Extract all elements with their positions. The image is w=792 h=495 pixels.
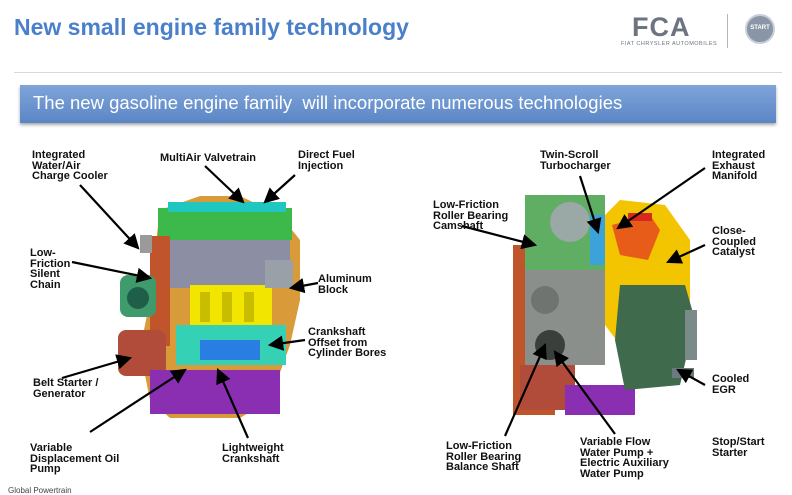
label-cooled-egr: Cooled EGR: [712, 373, 750, 396]
label-low-friction-silent-chain: Low- Friction Silent Chain: [30, 247, 71, 291]
label-close-coupled-catalyst: Close- Coupled Catalyst: [712, 225, 756, 258]
start-seal-logo: START: [745, 14, 775, 44]
label-stop-start-starter: Stop/Start Starter: [712, 436, 765, 459]
fca-logo-subtext: FIAT CHRYSLER AUTOMOBILES: [621, 41, 718, 47]
label-aluminum-block: Aluminum Block: [318, 273, 372, 296]
label-variable-displacement-oil-pump: Variable Displacement Oil Pump: [30, 442, 120, 475]
left-engine-illustration: [118, 196, 300, 418]
label-variable-flow-water-pump: Variable Flow Water Pump + Electric Auxi…: [580, 436, 669, 480]
banner-text: The new gasoline engine family will inco…: [33, 92, 623, 113]
footer-text: Global Powertrain: [8, 486, 72, 495]
label-integrated-charge-cooler: Integrated Water/Air Charge Cooler: [32, 149, 108, 182]
label-belt-starter-generator: Belt Starter / Generator: [33, 377, 99, 400]
page-title: New small engine family technology: [14, 14, 409, 40]
label-roller-bearing-camshaft: Low-Friction Roller Bearing Camshaft: [433, 199, 509, 232]
right-engine-illustration: [513, 195, 697, 415]
label-twin-scroll-turbocharger: Twin-Scroll Turbocharger: [540, 149, 611, 172]
fca-logo: FCA: [632, 12, 691, 42]
label-integrated-exhaust-manifold: Integrated Exhaust Manifold: [712, 149, 766, 182]
banner: The new gasoline engine family will inco…: [20, 85, 776, 123]
label-multiair-valvetrain: MultiAir Valvetrain: [160, 152, 256, 164]
label-roller-bearing-balance-shaft: Low-Friction Roller Bearing Balance Shaf…: [446, 440, 522, 473]
header-rule: [14, 72, 782, 73]
label-lightweight-crankshaft: Lightweight Crankshaft: [222, 442, 284, 465]
label-crankshaft-offset: Crankshaft Offset from Cylinder Bores: [308, 326, 387, 359]
header-divider: [727, 14, 728, 48]
label-direct-fuel-injection: Direct Fuel Injection: [298, 149, 355, 172]
